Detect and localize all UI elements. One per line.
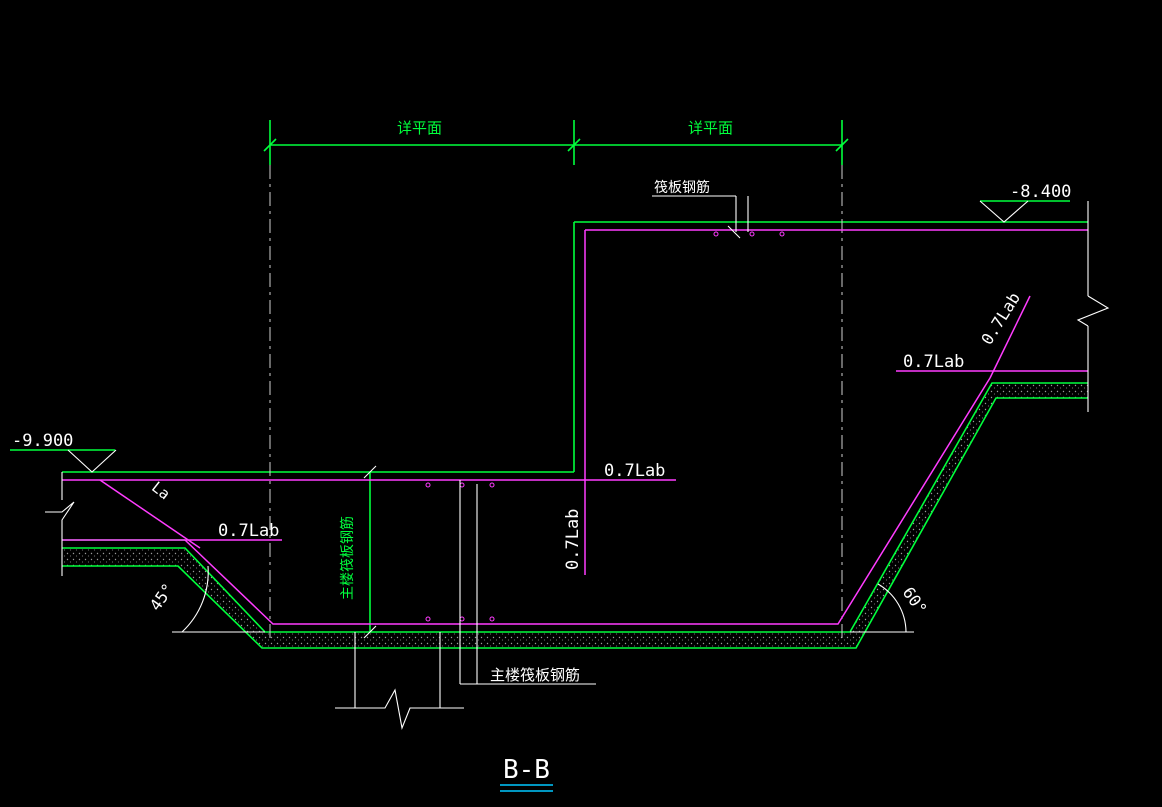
elevation-left: -9.900 <box>12 431 73 451</box>
la-label: La <box>148 478 173 503</box>
rebar-dots <box>425 231 785 622</box>
structure-outline <box>10 120 1088 649</box>
title-underline <box>500 784 553 792</box>
dimension-label-left: 详平面 <box>397 119 442 137</box>
lab-right-horizontal-label: 0.7Lab <box>903 352 964 372</box>
lab-left-label: 0.7Lab <box>218 521 279 541</box>
lab-vertical-label: 0.7Lab <box>563 509 583 570</box>
section-title: B-B <box>503 755 550 785</box>
raft-rebar-label: 筏板钢筋 <box>654 179 710 196</box>
angle-right-label: 60° <box>899 583 931 618</box>
lab-mid-label: 0.7Lab <box>604 461 665 481</box>
rebar-lines <box>62 229 1088 625</box>
lab-right-slope-label: 0.7Lab <box>977 289 1024 348</box>
angle-left-label: 45° <box>146 580 178 615</box>
labels: 详平面 详平面 筏板钢筋 -8.400 -9.900 0.7Lab 0.7Lab… <box>12 119 1071 785</box>
dimension-label-right: 详平面 <box>688 119 733 137</box>
leader-lines <box>45 195 1110 730</box>
main-raft-rebar-label: 主楼筏板钢筋 <box>490 666 580 684</box>
elevation-right: -8.400 <box>1010 182 1071 202</box>
center-lines <box>269 165 843 640</box>
concrete-bedding <box>62 383 1088 648</box>
main-raft-rebar-vertical-label: 主楼筏板钢筋 <box>339 516 356 600</box>
